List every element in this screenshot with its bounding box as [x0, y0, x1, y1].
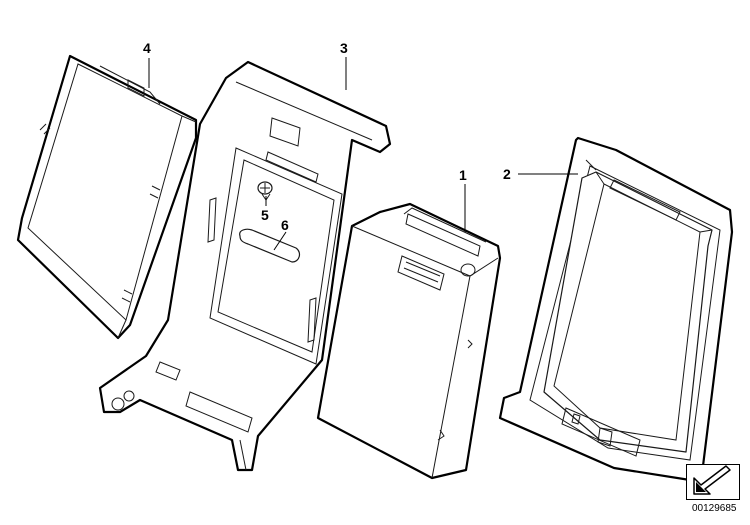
reference-number: 00129685: [692, 503, 737, 514]
callout-2: 2: [503, 166, 511, 182]
cover-panel: [16, 54, 198, 340]
callout-6: 6: [281, 217, 289, 233]
display-frame: [498, 136, 734, 482]
callout-labels: 4 3 1 2 5 6: [143, 40, 511, 233]
arrow-icon: [686, 464, 740, 500]
callout-3: 3: [340, 40, 348, 56]
mounting-bracket: [98, 60, 392, 472]
screw: [257, 181, 273, 201]
electronic-module: [316, 202, 502, 480]
leader-6: [273, 231, 287, 251]
leader-lines: [148, 57, 578, 251]
pad: [239, 228, 301, 263]
callout-4: 4: [143, 40, 151, 56]
callout-5: 5: [261, 207, 269, 223]
callout-1: 1: [459, 167, 467, 183]
